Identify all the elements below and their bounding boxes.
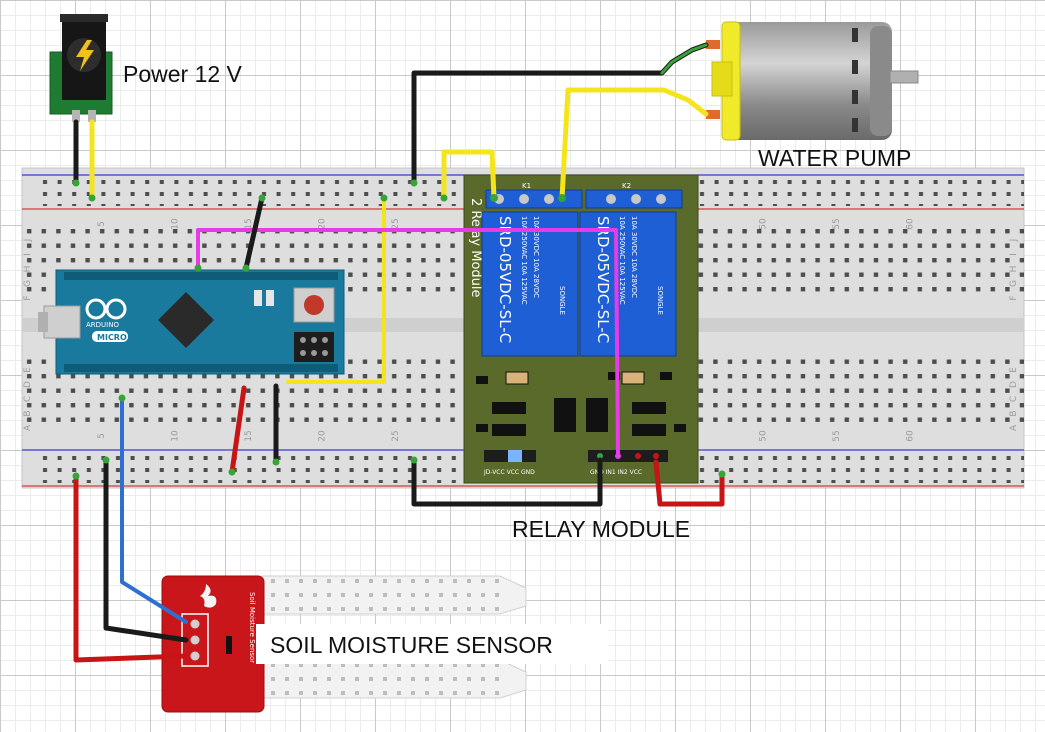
row-letters-left: J I HG F E D C B A: [23, 239, 33, 431]
wire-red-sensor-vcc: [73, 473, 189, 663]
power-jack: Power 12 V: [49, 14, 243, 122]
row-letter: J: [1009, 239, 1019, 243]
wire-yellow-signal: [286, 196, 386, 384]
k2-label: K2: [622, 182, 631, 190]
column-number: 55: [832, 218, 842, 229]
row-letter: I: [1009, 253, 1019, 256]
row-letter: E: [1009, 367, 1019, 373]
row-letter: J: [23, 239, 33, 243]
row-letter: G: [1009, 280, 1019, 287]
column-number: 20: [318, 218, 328, 230]
wire-green-pump: [660, 43, 708, 75]
row-letter: A: [23, 424, 33, 431]
wire-red-5v: [229, 385, 247, 475]
wire-black-sensor-gnd: [103, 457, 189, 643]
column-number: 55: [832, 430, 842, 441]
row-letter: D: [23, 381, 33, 388]
wires: [73, 42, 725, 663]
input-pins-label: GND IN1 IN2 VCC: [590, 469, 642, 476]
wire-red-relay-vcc: [653, 459, 725, 507]
column-number: 50: [759, 430, 769, 442]
jumper-pins-label: JD-VCC VCC GND: [483, 469, 535, 476]
row-letter: C: [1009, 396, 1019, 402]
row-letter: A: [1009, 424, 1019, 431]
row-letter: B: [23, 410, 33, 416]
power-label: Power 12 V: [123, 61, 243, 87]
relay-k2: SRD-05VDC-SL-C 10A 250VAC 10A 125VAC 10A…: [579, 211, 677, 357]
row-letter: H: [1009, 266, 1019, 273]
wire-black-relay-gnd: [411, 457, 603, 507]
relay2-brand: SONGLE: [656, 286, 664, 315]
reset-button: [293, 287, 335, 323]
row-letter: D: [1009, 381, 1019, 388]
arduino-micro: ARDUINO MICRO: [38, 269, 345, 375]
wire-end-dots: [72, 179, 726, 480]
relay2-part: SRD-05VDC-SL-C: [594, 216, 612, 343]
arduino-infinity-icon: [85, 298, 127, 320]
relay1-rating-2: 10A 30VDC 10A 28VDC: [532, 216, 540, 298]
row-letter: B: [1009, 410, 1019, 416]
relay1-part: SRD-05VDC-SL-C: [496, 216, 514, 343]
soil-moisture-sensor: Soil Moisture Sensor: [161, 575, 527, 713]
row-letter: C: [23, 396, 33, 402]
relay-k1: SRD-05VDC-SL-C 10A 250VAC 10A 125VAC 10A…: [481, 211, 579, 357]
column-number: 10: [171, 430, 181, 442]
row-letter: G: [23, 280, 33, 287]
row-letter: I: [23, 253, 33, 256]
relay1-brand: SONGLE: [558, 286, 566, 315]
row-letter: F: [23, 295, 33, 300]
column-number: 10: [171, 218, 181, 230]
lightning-icon: [76, 40, 94, 71]
sensor-label: SOIL MOISTURE SENSOR: [270, 632, 553, 658]
wire-blue-sensor-signal: [120, 396, 188, 624]
sensor-label-box: SOIL MOISTURE SENSOR: [256, 624, 608, 664]
column-number: 15: [244, 430, 254, 441]
k1-label: K1: [522, 182, 531, 190]
relay2-rating-2: 10A 30VDC 10A 28VDC: [630, 216, 638, 298]
column-number: 15: [244, 218, 254, 229]
row-letters-right: J I HG F E D C B A: [1009, 239, 1019, 431]
arduino-brand: ARDUINO: [86, 321, 119, 329]
column-number: 60: [906, 218, 916, 230]
row-letter: F: [1009, 295, 1019, 300]
sensor-board-text: Soil Moisture Sensor: [248, 592, 256, 663]
column-number: 20: [318, 430, 328, 442]
relay-module: K1 K2 2 Relay Module SRD-05VDC-SL-C 10A …: [463, 174, 699, 484]
relay-board-title: 2 Relay Module: [468, 198, 483, 298]
column-number: 5: [97, 433, 107, 439]
wire-black-pump: [411, 42, 709, 186]
pump-label: WATER PUMP: [758, 145, 911, 171]
column-number: 60: [906, 430, 916, 442]
column-number: 50: [759, 218, 769, 230]
row-letter: E: [23, 367, 33, 373]
row-letter: H: [23, 266, 33, 273]
wire-black-gnd-top: [243, 195, 265, 271]
arduino-model: MICRO: [97, 333, 127, 342]
water-pump: WATER PUMP: [706, 21, 919, 171]
wire-yellow-relay-com: [441, 149, 497, 201]
column-number: 5: [97, 221, 107, 227]
column-number: 25: [391, 218, 401, 229]
column-number: 25: [391, 430, 401, 441]
relay2-rating-1: 10A 250VAC 10A 125VAC: [618, 216, 626, 305]
wire-yellow-pump: [559, 87, 709, 201]
wire-pink-signal: [196, 228, 620, 458]
relay-label: RELAY MODULE: [512, 516, 690, 542]
sparkfun-flame-icon: [200, 584, 217, 608]
relay1-rating-1: 10A 250VAC 10A 125VAC: [520, 216, 528, 305]
